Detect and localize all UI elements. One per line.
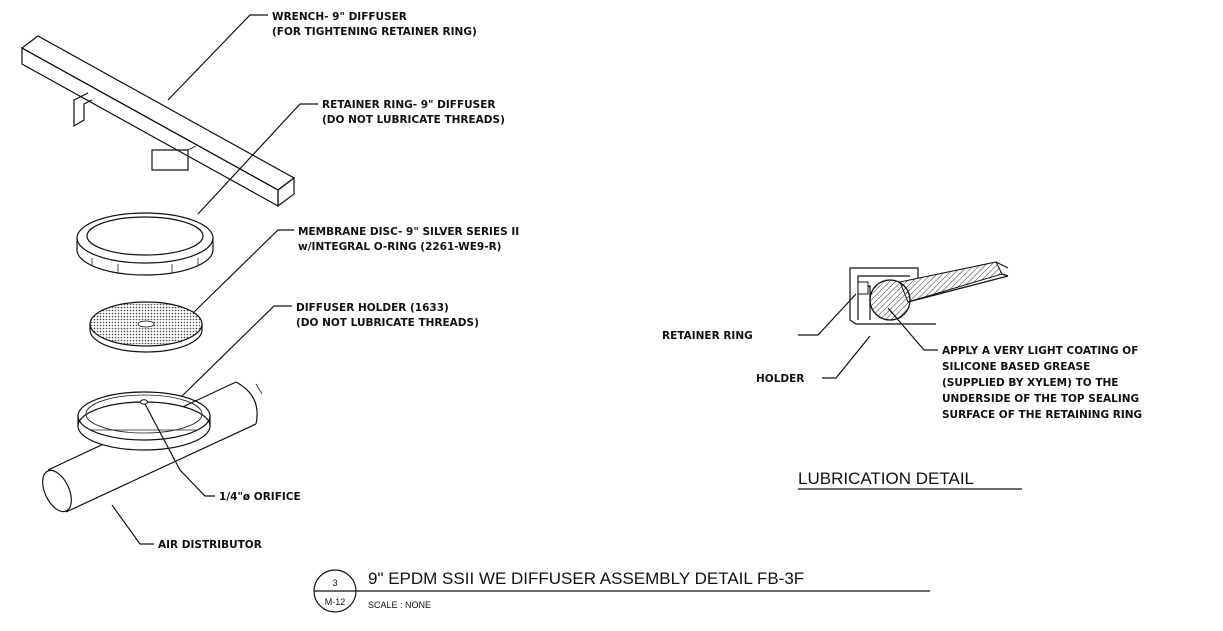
lub-holder-label: HOLDER: [756, 373, 804, 385]
lub-note-line-1: APPLY A VERY LIGHT COATING OF: [942, 345, 1138, 357]
lub-retainer-label: RETAINER RING: [662, 330, 753, 342]
scale-label: SCALE : NONE: [368, 600, 431, 610]
membrane-leader: [193, 229, 294, 313]
membrane-disc-drawing: [89, 301, 203, 353]
orifice-label: 1/4"ø ORIFICE: [219, 491, 301, 503]
lub-note-line-3: (SUPPLIED BY XYLEM) TO THE: [942, 377, 1118, 389]
retainer-label-line-1: RETAINER RING- 9" DIFFUSER: [322, 99, 496, 111]
wrench-leader: [167, 14, 268, 101]
holder-leader: [181, 305, 292, 397]
diffuser-holder-drawing: [77, 391, 211, 451]
distributor-label: AIR DISTRIBUTOR: [158, 539, 262, 551]
lub-note-line-5: SURFACE OF THE RETAINING RING: [942, 409, 1142, 421]
retainer-label-line-2: (DO NOT LUBRICATE THREADS): [322, 114, 505, 126]
orifice-leader: [144, 403, 215, 497]
detail-number: 3: [332, 578, 337, 588]
holder-label-line-2: (DO NOT LUBRICATE THREADS): [296, 317, 479, 329]
lubrication-detail-title: LUBRICATION DETAIL: [798, 469, 974, 488]
membrane-label-line-1: MEMBRANE DISC- 9" SILVER SERIES II: [298, 226, 519, 238]
retainer-leader: [197, 103, 318, 215]
lub-holder-leader: [822, 335, 871, 379]
wrench-label-line-2: (FOR TIGHTENING RETAINER RING): [272, 26, 477, 38]
lub-note-leader: [887, 307, 938, 351]
retainer-ring-drawing: [76, 212, 214, 276]
drawing-title: 9" EPDM SSII WE DIFFUSER ASSEMBLY DETAIL…: [368, 569, 804, 588]
wrench-drawing: [20, 35, 296, 208]
distributor-leader: [111, 504, 154, 545]
lub-note-line-4: UNDERSIDE OF THE TOP SEALING: [942, 393, 1139, 405]
membrane-label-line-2: w/INTEGRAL O-RING (2261-WE9-R): [298, 241, 501, 253]
lub-retainer-leader: [798, 293, 857, 336]
holder-label-line-1: DIFFUSER HOLDER (1633): [296, 302, 449, 314]
sheet-number: M-12: [325, 597, 346, 607]
lub-note-line-2: SILICONE BASED GREASE: [942, 361, 1090, 373]
lubrication-detail-drawing: [849, 261, 1009, 325]
wrench-label-line-1: WRENCH- 9" DIFFUSER: [272, 11, 407, 23]
